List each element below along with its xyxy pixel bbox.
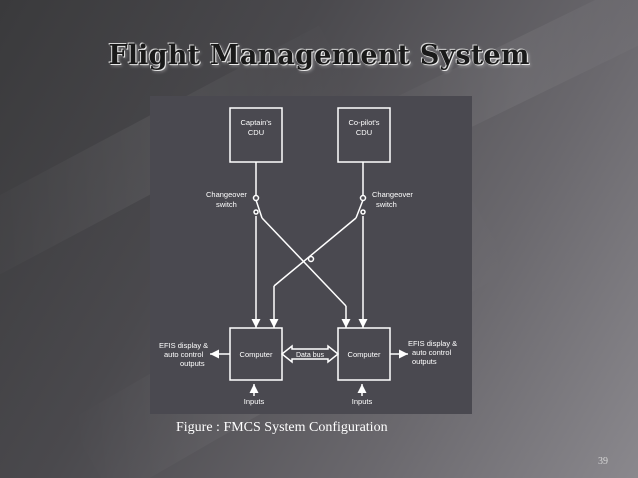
left-switch-label-1: Changeover	[206, 190, 247, 199]
right-computer-label: Computer	[348, 350, 381, 359]
left-switch-label-2: switch	[216, 200, 237, 209]
figure-caption: Figure : FMCS System Configuration	[176, 420, 388, 435]
left-computer-label: Computer	[240, 350, 273, 359]
right-inputs-label: Inputs	[352, 397, 373, 406]
data-bus-arrow	[280, 344, 340, 364]
right-outputs-label-2: auto control	[412, 348, 452, 357]
copilot-cdu-label-1: Co-pilot's	[348, 118, 379, 127]
left-inputs-label: Inputs	[244, 397, 265, 406]
left-outputs-label-3: outputs	[180, 359, 205, 368]
left-switch-blade	[255, 199, 263, 219]
captain-cdu-label-2: CDU	[248, 128, 264, 137]
cross-line-right-to-left	[273, 217, 357, 287]
copilot-cdu-label-2: CDU	[356, 128, 372, 137]
page-number: 39	[598, 456, 608, 467]
right-switch-label-1: Changeover	[372, 190, 413, 199]
right-switch-label-2: switch	[376, 200, 397, 209]
right-outputs-label-1: EFIS display &	[408, 339, 457, 348]
cross-junction	[307, 255, 315, 263]
right-outputs-label-3: outputs	[412, 357, 437, 366]
left-switch-pole	[253, 209, 259, 215]
left-outputs-label-1: EFIS display &	[159, 341, 208, 350]
right-switch-pole	[360, 209, 366, 215]
copilot-cdu-box	[337, 107, 391, 163]
fmcs-diagram-svg: Captain's CDU Co-pilot's CDU Changeover …	[150, 96, 472, 414]
fmcs-diagram: Captain's CDU Co-pilot's CDU Changeover …	[150, 96, 472, 414]
left-outputs-label-2: auto control	[164, 350, 204, 359]
right-switch-blade	[355, 199, 364, 219]
slide-title: Flight Management System	[108, 40, 530, 71]
captain-cdu-label-1: Captain's	[240, 118, 271, 127]
data-bus-label: Data bus	[296, 352, 325, 359]
